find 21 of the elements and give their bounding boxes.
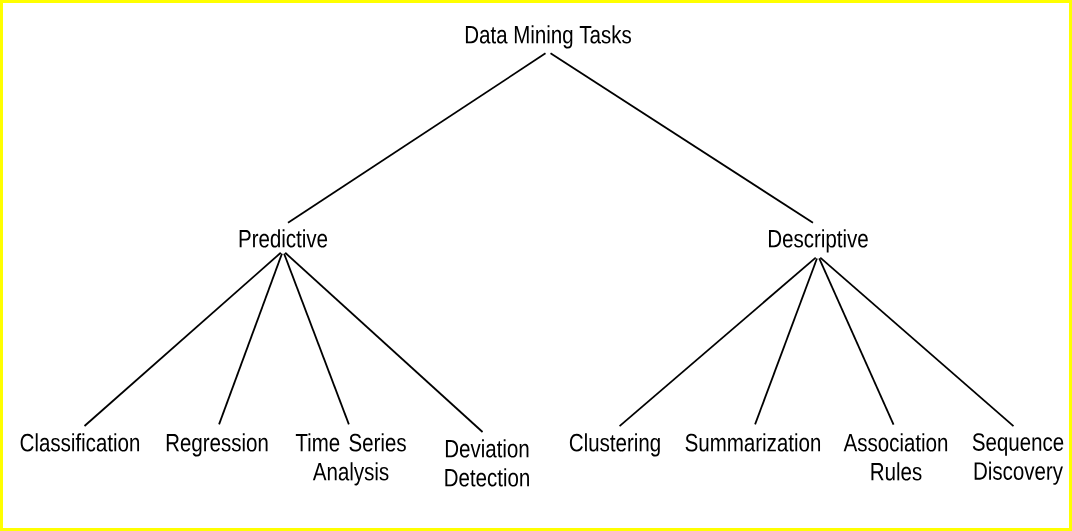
- connector-line: [284, 251, 484, 433]
- node-label: Association Rules: [843, 433, 948, 481]
- connector-line: [754, 257, 818, 426]
- node-label: Sequence Discovery: [972, 433, 1064, 485]
- node-label: Time Series Analysis: [295, 433, 406, 486]
- node-label: Predictive: [239, 229, 328, 248]
- connector-line: [287, 52, 547, 224]
- connector-line: [618, 256, 817, 427]
- connector-line: [218, 252, 283, 426]
- node-label: Classification: [20, 433, 140, 452]
- node-label: Clustering: [569, 433, 660, 457]
- node-label: Summarization: [685, 433, 820, 452]
- node-label: Data Mining Tasks: [465, 25, 631, 49]
- connector-line: [549, 52, 814, 224]
- node-label: Descriptive: [769, 229, 868, 253]
- node-label: Deviation Detection: [445, 439, 529, 487]
- connector-line: [819, 256, 1015, 427]
- node-label: Regression: [166, 433, 268, 457]
- connector-line: [283, 252, 350, 426]
- connector-line: [818, 257, 895, 426]
- connector-line: [83, 251, 282, 427]
